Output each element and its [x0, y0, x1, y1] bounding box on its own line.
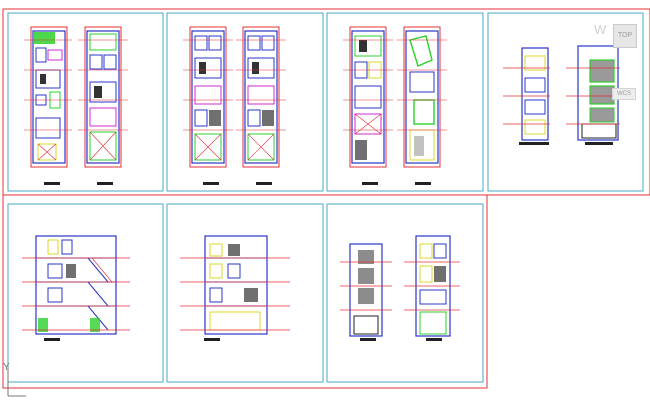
- elevation-4a: [503, 47, 550, 145]
- floor-plan-1a: [24, 26, 72, 185]
- ucs-icon: [7, 368, 26, 397]
- sheet-boundaries: [2, 8, 650, 389]
- section-6a: [180, 235, 290, 341]
- elevation-sheet-top-right[interactable]: [503, 45, 620, 145]
- section-5a: [22, 235, 130, 341]
- viewcube-wcs-menu[interactable]: WCS: [612, 88, 636, 100]
- elevation-7a: [340, 243, 392, 341]
- elevation-7b: [404, 235, 460, 341]
- section-sheet-1[interactable]: [22, 235, 130, 341]
- viewcube-west-label[interactable]: W: [594, 22, 607, 37]
- floor-plan-3b: [397, 26, 447, 185]
- floor-plan-sheet-2[interactable]: [183, 26, 286, 185]
- viewport-frames: [7, 12, 644, 383]
- floor-plan-3a: [343, 26, 393, 185]
- viewcube-top-face[interactable]: TOP: [613, 24, 637, 48]
- floor-plan-2b: [236, 26, 286, 185]
- floor-plan-sheet-3[interactable]: [343, 26, 447, 185]
- elevation-4b: [566, 45, 620, 145]
- elevation-sheet-2[interactable]: [340, 235, 460, 341]
- viewcube[interactable]: W TOP WCS: [590, 18, 640, 102]
- floor-plan-2a: [183, 26, 233, 185]
- ucs-y-label: Y: [3, 362, 10, 373]
- floor-plan-1b: [78, 26, 128, 185]
- section-sheet-2[interactable]: [180, 235, 290, 341]
- floor-plan-sheet-1[interactable]: [24, 26, 128, 185]
